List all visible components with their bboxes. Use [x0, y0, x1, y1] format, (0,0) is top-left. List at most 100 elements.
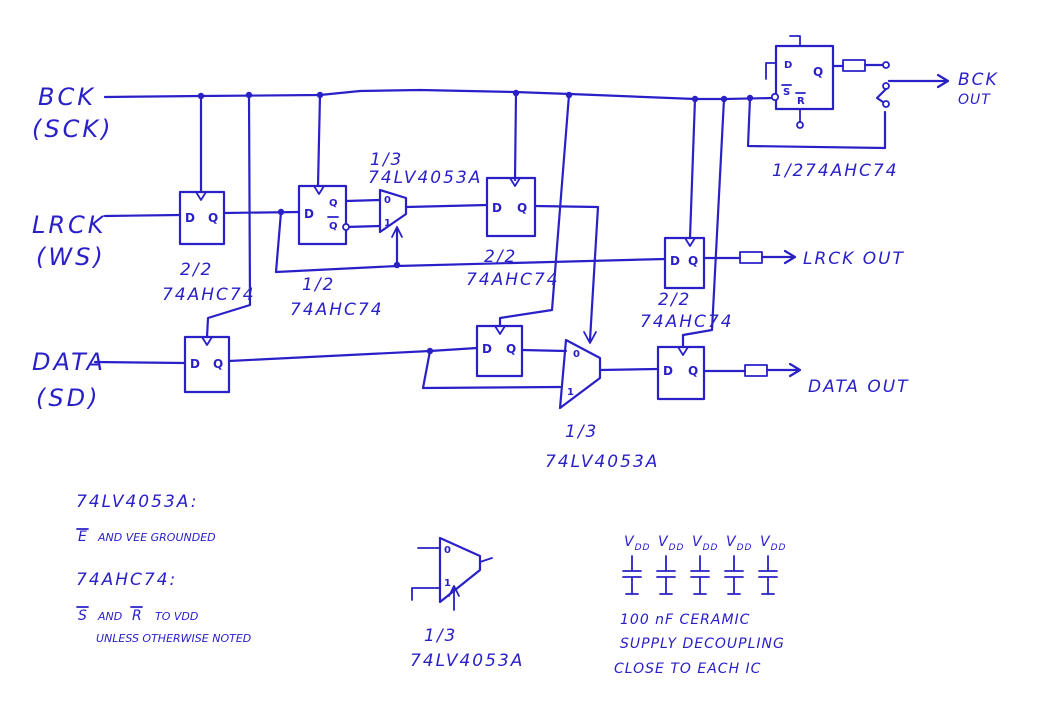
pin-q: Q [813, 65, 823, 79]
data-alt-label: (SD) [36, 384, 100, 412]
pin-d: D [784, 60, 792, 71]
ff-lrck-input-part: 74AHC74 [162, 285, 256, 305]
clock-wire [205, 93, 252, 339]
ff-lrck-mid-part: 74AHC74 [290, 300, 384, 320]
capacitor-symbol [758, 555, 778, 595]
lrck-label: LRCK [32, 211, 107, 239]
ff-top-right-part: 74AHC74 [466, 270, 560, 290]
ff-top-right-unit: 2/2 [484, 247, 517, 267]
clock-wire [316, 93, 322, 188]
ff-bck-out: D Q S R [765, 35, 835, 129]
decoupling-capacitors: VDD VDD VDD VDD VDD [622, 534, 786, 595]
mux-top: 0 1 [378, 188, 408, 234]
lrck-stage1-wire [222, 210, 301, 215]
ff-data-mid: D Q [475, 324, 524, 378]
mux-legend-part: 74LV4053A [410, 651, 524, 671]
mux-select-arrow [391, 226, 403, 238]
mux-pin-0: 0 [573, 349, 580, 360]
data-input-wire [93, 360, 187, 365]
decoupling-capacitor: VDD [690, 534, 718, 595]
ff-body [656, 345, 706, 401]
vdd-label: VDD [760, 534, 786, 553]
legend-wire [411, 587, 441, 601]
ff-body [297, 184, 348, 246]
data-out-label: DATA OUT [808, 377, 910, 397]
bck-junctions [197, 89, 754, 103]
bck-label: BCK [38, 83, 96, 111]
ff-note-r: R [132, 608, 143, 624]
mux-body [378, 188, 408, 234]
ff-to-mux-select-wire [533, 204, 600, 342]
pin-d: D [663, 364, 673, 378]
pin-d: D [482, 342, 492, 356]
clock-triangle [684, 237, 696, 247]
mux-body [438, 536, 482, 604]
decoupling-capacitor: VDD [622, 534, 650, 595]
clock-wire [688, 97, 697, 240]
clock-triangle [494, 325, 506, 335]
pin-q: Q [506, 342, 516, 356]
vdd-label: VDD [726, 534, 752, 553]
pin-q: Q [329, 198, 338, 209]
mux-note-e: E [78, 529, 88, 545]
qbar-to-mux-wire [344, 224, 382, 229]
ff-note-to: TO VDD [155, 610, 198, 623]
mux-top-unit: 1/3 [370, 150, 403, 170]
mux-bottom-part: 74LV4053A [545, 452, 659, 472]
lrck-out-arrow [760, 249, 797, 265]
ff-lrck-input: D Q [178, 190, 226, 246]
mux-top-part: 74LV4053A [368, 168, 482, 188]
ff-note-and: AND [97, 610, 122, 623]
lrck-input-wire [103, 213, 182, 218]
clock-triangle [313, 185, 325, 195]
clock-inversion-bubble [770, 92, 780, 102]
bck-out-sub-label: OUT [958, 92, 991, 108]
clock-wire [681, 97, 726, 349]
decoupling-capacitor: VDD [656, 534, 683, 595]
mux-legend: 0 1 [411, 536, 493, 611]
ff-body [774, 44, 835, 111]
mux-note-title: 74LV4053A: [76, 492, 198, 512]
ff-bck-part: 74AHC74 [805, 161, 899, 181]
decoupling-capacitor: VDD [758, 534, 786, 595]
pin-q: Q [208, 211, 218, 225]
ff-note-text: UNLESS OTHERWISE NOTED [96, 632, 251, 645]
legend-wire [479, 557, 493, 563]
pin-q: Q [688, 364, 698, 378]
ff-data-out: D Q [656, 345, 706, 401]
mux-bottom: 0 1 [558, 338, 602, 410]
data-stage1-wire [227, 346, 479, 363]
pin-d: D [304, 207, 314, 221]
vdd-label: VDD [692, 534, 718, 553]
mux-pin-1: 1 [567, 387, 574, 398]
pin-s: S [783, 87, 790, 98]
q-to-mux-wire [344, 198, 382, 203]
ff-note-s: S [78, 608, 88, 624]
mux-note-text: AND VEE GROUNDED [97, 531, 216, 544]
ff-bck-unit: 1/2 [772, 161, 805, 181]
lrck-alt-label: (WS) [36, 243, 106, 271]
jumper-terminal [882, 61, 890, 69]
decoupling-line-2: SUPPLY DECOUPLING [620, 636, 785, 652]
ff-top-right: D Q [485, 176, 537, 238]
d-tie-wire [765, 62, 777, 80]
pin-q: Q [517, 201, 527, 215]
pin-d: D [670, 254, 680, 268]
pin-d: D [185, 211, 195, 225]
bck-out-resistor [842, 59, 866, 72]
lrck-out-resistor [739, 251, 763, 264]
pin-q: Q [688, 254, 698, 268]
ff-lrck-out-part: 74AHC74 [640, 312, 734, 332]
mux-pin-1: 1 [444, 578, 451, 589]
pin-qbar: Q [329, 221, 338, 232]
decoupling-capacitor: VDD [724, 534, 752, 595]
pin-q: Q [213, 357, 223, 371]
vdd-label: VDD [624, 534, 650, 553]
clock-triangle [195, 191, 207, 201]
capacitor-symbol [622, 555, 642, 595]
mux-body [558, 338, 602, 410]
ff-to-mux0-wire [520, 348, 568, 353]
capacitor-symbol [724, 555, 744, 595]
